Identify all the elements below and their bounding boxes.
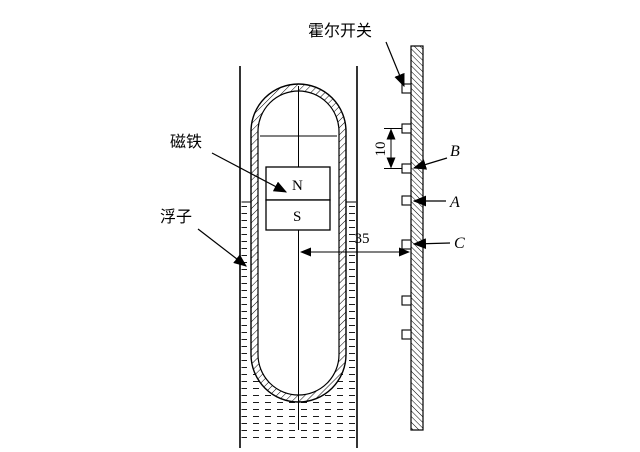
dimension-spacing-label: 10 (373, 142, 389, 157)
sensor-a-label: A (449, 194, 460, 211)
sensor-c-callout: C (412, 235, 465, 252)
hall-switch-square (401, 329, 412, 340)
sensor-b-callout: B (412, 143, 460, 170)
magnet: N S (265, 166, 331, 231)
hall-switch-square-a (401, 195, 412, 206)
float-label: 浮子 (160, 208, 192, 226)
float-arrow (197, 228, 247, 267)
hall-switch-square (401, 295, 412, 306)
hall-switch-square-c (401, 239, 412, 250)
dimension-distance: 35 (300, 231, 410, 257)
sensor-a-callout: A (412, 194, 460, 211)
sensor-b-label: B (450, 143, 460, 160)
magnet-north-pole-label: N (292, 178, 303, 194)
float-capsule (250, 83, 347, 430)
sensor-c-arrow (412, 238, 451, 250)
hall-switch-square-b (401, 163, 412, 174)
hall-strip-board (410, 45, 424, 431)
magnet-callout: 磁铁 (170, 133, 288, 193)
hall-switch-arrow (385, 41, 405, 88)
magnet-south-block (265, 199, 331, 231)
magnet-arrow (211, 152, 288, 193)
hall-switch-square (401, 123, 412, 134)
dimension-distance-label: 35 (355, 231, 370, 247)
hall-strip (401, 45, 424, 431)
hall-switches (401, 83, 412, 340)
hall-switch-square (401, 83, 412, 94)
magnet-label: 磁铁 (170, 133, 202, 151)
hall-switch-label: 霍尔开关 (308, 22, 372, 40)
sensor-c-label: C (454, 235, 465, 252)
sensor-b-arrow (412, 157, 448, 170)
dimension-spacing: 10 (373, 128, 402, 169)
float-callout: 浮子 (160, 208, 247, 267)
hall-switch-callout: 霍尔开关 (308, 22, 405, 88)
magnet-south-pole-label: S (293, 209, 301, 225)
